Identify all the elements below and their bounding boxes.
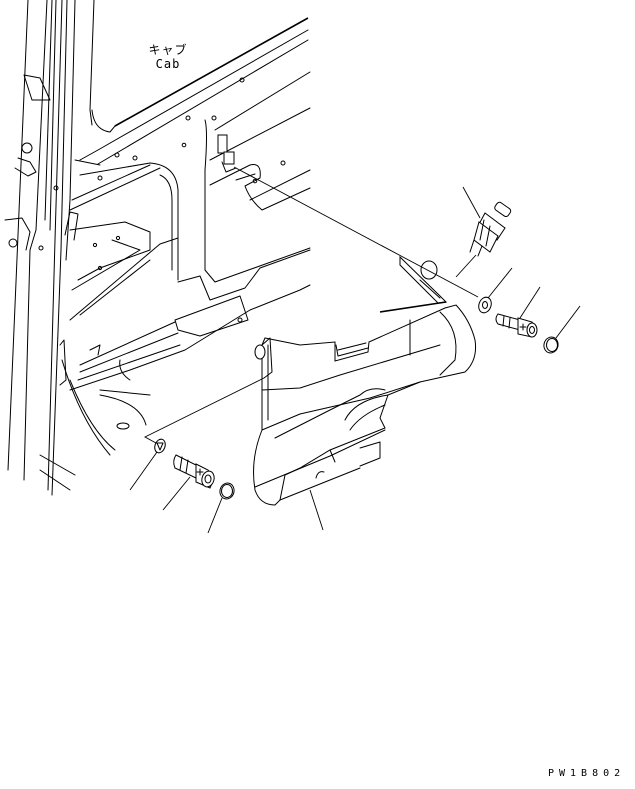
callout-bolt-right (520, 287, 540, 318)
cap-left (218, 481, 236, 500)
cover-panel (254, 257, 476, 505)
callout-cap-left (208, 498, 222, 533)
assembly-guide-lines (145, 167, 478, 443)
cap-right (542, 335, 560, 354)
bolt-right (496, 314, 537, 337)
washer-left (153, 438, 167, 455)
drawing-code: PW1B802 (548, 768, 626, 779)
cab-structure (5, 0, 310, 495)
callout-washer-left (130, 452, 157, 490)
callout-cover (310, 490, 323, 530)
bolt-left (174, 455, 216, 488)
callout-switch (463, 187, 480, 218)
callout-washer-right (488, 268, 512, 298)
switch-part (470, 201, 512, 256)
callout-bolt-left (163, 477, 190, 510)
washer-right (477, 295, 494, 314)
cab-label: キャブ Cab (138, 43, 198, 71)
cab-label-jp: キャブ (148, 43, 188, 57)
callout-leaders (130, 187, 580, 533)
callout-cap-right (556, 306, 580, 338)
cab-label-en: Cab (155, 57, 181, 71)
